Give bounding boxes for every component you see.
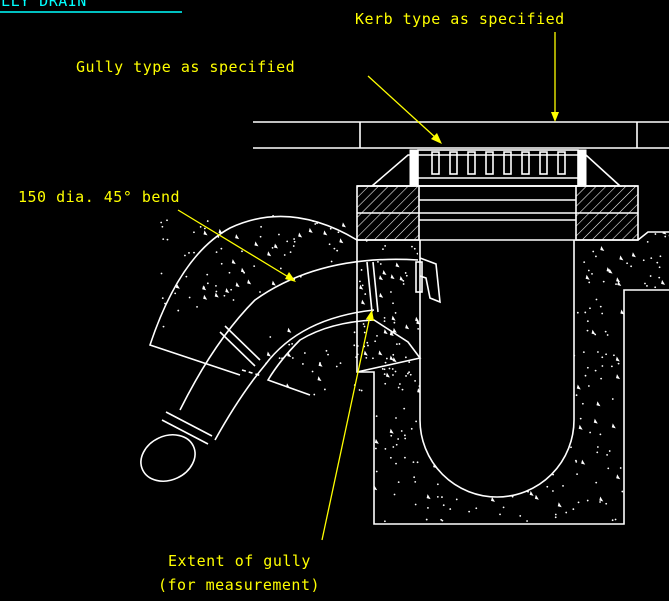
hatched-frame-courses <box>356 185 639 241</box>
kerb-label: Kerb type as specified <box>355 10 565 28</box>
concrete-speckle <box>357 232 669 523</box>
extent-label-line1: Extent of gully <box>168 552 311 570</box>
extent-label-line2: (for measurement) <box>158 576 320 594</box>
bend-leader <box>177 209 291 279</box>
annotation-labels: Kerb type as specified Gully type as spe… <box>18 10 565 594</box>
bend-pipe <box>140 258 419 482</box>
title-text: GULLY DRAIN <box>0 0 87 10</box>
kerb-road-lines <box>253 121 669 149</box>
bend-concrete-bed <box>148 214 422 396</box>
drawing-title: GULLY DRAIN <box>0 0 182 13</box>
gully-trap-flap <box>415 257 441 304</box>
grating-slots <box>431 151 566 175</box>
extent-leader <box>321 315 371 541</box>
bend-label: 150 dia. 45° bend <box>18 188 180 206</box>
concrete-surround <box>356 231 669 525</box>
gully-label: Gully type as specified <box>76 58 295 76</box>
bend-concrete-speckle <box>160 214 411 396</box>
gully-grating <box>369 149 623 187</box>
gully-leader <box>367 75 437 139</box>
annotation-leaders <box>177 32 559 541</box>
gully-pot <box>419 240 575 498</box>
